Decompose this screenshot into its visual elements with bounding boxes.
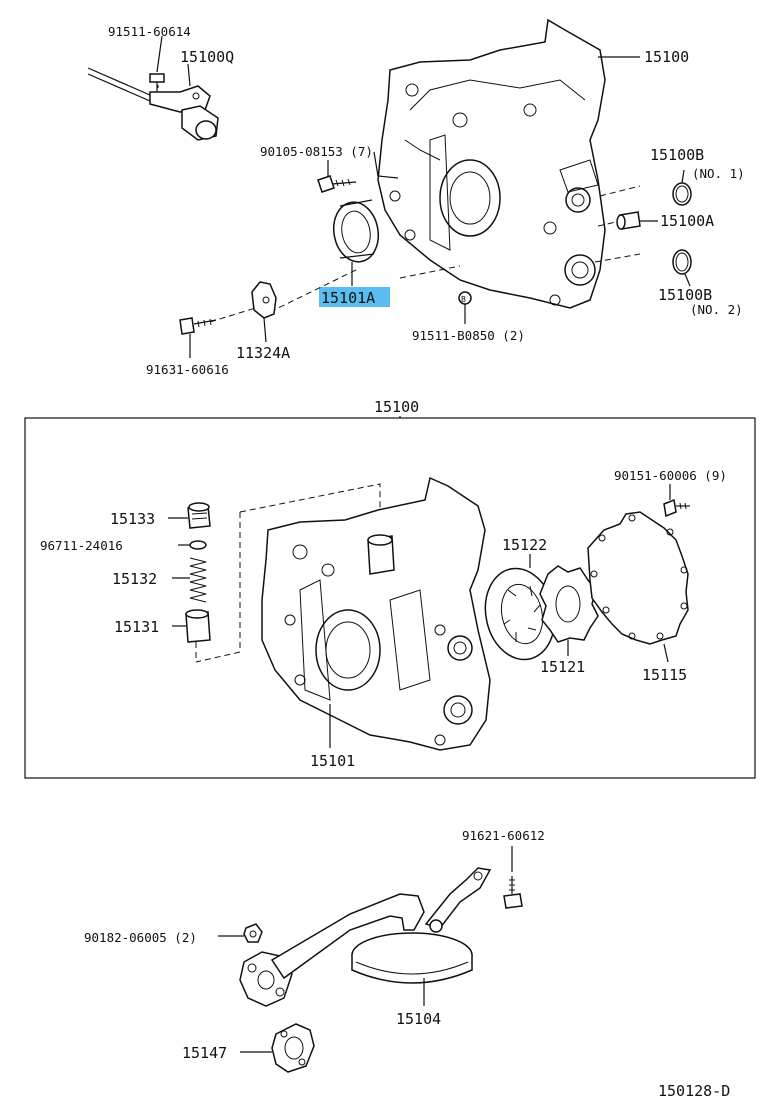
diagram-code: 150128-D — [658, 1082, 730, 1100]
plug-15133[interactable] — [187, 502, 211, 529]
screw-90151-60006[interactable] — [663, 498, 690, 518]
label-15100Q: 15100Q — [180, 48, 234, 66]
label-15100B-no1: 15100B — [650, 146, 704, 164]
pump-cover-15115[interactable] — [587, 511, 689, 645]
label-15101: 15101 — [310, 752, 355, 770]
label-15100B-no2: 15100B — [658, 286, 712, 304]
label-90182-06005: 90182-06005 (2) — [84, 930, 197, 945]
label-91621-60612: 91621-60612 — [462, 828, 545, 843]
gasket-15147[interactable] — [271, 1023, 315, 1073]
timing-cover-top[interactable] — [377, 18, 606, 309]
valve-15131[interactable] — [185, 609, 211, 643]
oil-strainer-15104[interactable] — [239, 867, 492, 1007]
o-ring-15100B-no2[interactable] — [672, 249, 692, 275]
timing-cover-15101[interactable] — [261, 476, 491, 751]
nut-90182-06005[interactable] — [243, 923, 263, 943]
label-90151-60006: 90151-60006 (9) — [614, 468, 727, 483]
label-15101A: 15101A — [321, 289, 375, 307]
label-91511-B0850: 91511-B0850 (2) — [412, 328, 525, 343]
label-15104: 15104 — [396, 1010, 441, 1028]
label-15147: 15147 — [182, 1044, 227, 1062]
label-91511-60614: 91511-60614 — [108, 24, 191, 39]
spring-15132[interactable] — [189, 557, 207, 603]
highlight-15101A — [319, 287, 390, 307]
label-90105-08153: 90105-08153 (7) — [260, 144, 373, 159]
label-96711-24016: 96711-24016 — [40, 538, 123, 553]
label-15121: 15121 — [540, 658, 585, 676]
label-15122: 15122 — [502, 536, 547, 554]
assembly-box-15100 — [24, 417, 756, 779]
bolt-91631-60616[interactable] — [179, 317, 217, 335]
label-15131: 15131 — [114, 618, 159, 636]
bolt-91511-B0850[interactable]: B — [458, 291, 472, 305]
label-15100-top: 15100 — [644, 48, 689, 66]
svg-text:B: B — [461, 295, 466, 304]
label-15115: 15115 — [642, 666, 687, 684]
label-15132: 15132 — [112, 570, 157, 588]
crank-sensor-15100Q[interactable] — [87, 67, 219, 141]
o-ring-15100B-no1[interactable] — [672, 182, 692, 206]
label-15100B-no1-note: (NO. 1) — [692, 166, 745, 181]
label-15100A: 15100A — [660, 212, 714, 230]
bolt-91621-60612[interactable] — [503, 876, 523, 909]
gasket-96711-24016[interactable] — [189, 540, 207, 550]
label-15133: 15133 — [110, 510, 155, 528]
label-91631-60616: 91631-60616 — [146, 362, 229, 377]
label-11324A: 11324A — [236, 344, 290, 362]
oil-seal-15101A[interactable] — [329, 199, 383, 266]
label-15100B-no2-note: (NO. 2) — [690, 302, 743, 317]
bracket-11324A[interactable] — [251, 281, 277, 319]
bolt-90105-08153[interactable] — [317, 175, 357, 193]
inner-rotor-15121[interactable] — [539, 565, 599, 643]
label-15100-box: 15100 — [374, 398, 419, 416]
plug-15100A[interactable] — [616, 211, 641, 230]
bolt-91511-60614[interactable] — [149, 73, 165, 92]
